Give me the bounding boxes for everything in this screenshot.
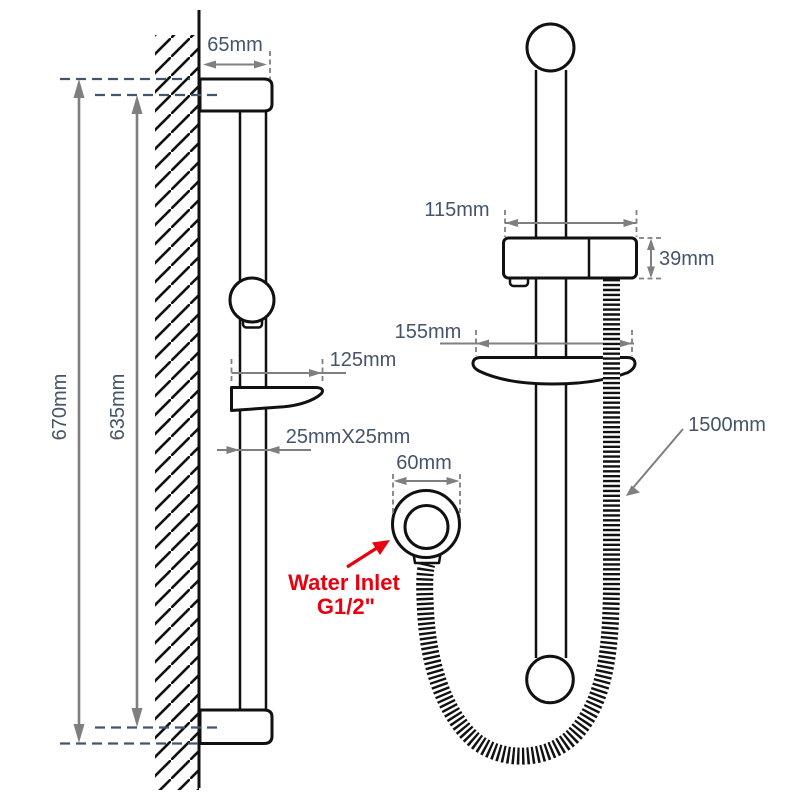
front-soap-dish (471, 356, 637, 386)
dim-635-label: 635mm (107, 374, 129, 441)
dim-60-arrow-left (393, 477, 407, 485)
dim-115-arrow-left (505, 219, 518, 227)
dim-39-arrow-bottom (647, 266, 655, 278)
front-bottom-ball (525, 654, 575, 705)
dim-60-arrow-right (446, 477, 460, 485)
side-top-bracket (198, 77, 274, 113)
dim-65-arrow-left (203, 60, 216, 69)
inlet-inner-ring (403, 504, 450, 550)
dim-125-label: 125mm (330, 349, 397, 371)
dim-115-arrow-right (623, 219, 637, 227)
dim-1500-leader (631, 428, 684, 490)
dim-39-arrow-top (647, 238, 655, 250)
dim-670-arrow-bottom (73, 724, 85, 743)
water-inlet-arrowhead (372, 540, 390, 555)
dim-1500-label: 1500mm (688, 414, 766, 436)
front-view: 115mm 39mm 155mm (288, 22, 766, 765)
dim-115-label: 115mm (424, 199, 489, 221)
dim-635-arrow-bottom (131, 708, 143, 727)
dim-125-arrow (309, 369, 322, 377)
dim-60-label: 60mm (396, 452, 452, 474)
water-inlet-label-line2: G1/2" (317, 594, 375, 619)
side-view (155, 10, 324, 790)
dim-65-label: 65mm (207, 34, 263, 56)
side-bottom-bracket (198, 708, 274, 745)
water-inlet-label-line1: Water Inlet (288, 570, 400, 595)
dim-25-arrow-left (226, 446, 240, 454)
front-top-ball (525, 22, 576, 73)
dim-635-arrow-top (131, 95, 143, 114)
dim-670-label: 670mm (49, 374, 71, 441)
dim-155-label: 155mm (395, 321, 462, 343)
dim-39-label: 39mm (659, 248, 715, 270)
side-view-dimensions: 65mm 670mm 635mm 125mm 25mmX25mm (49, 34, 410, 745)
hose-ribs (416, 279, 620, 765)
side-slider-knob (228, 276, 276, 324)
dim-25-label: 25mmX25mm (286, 426, 410, 448)
dim-155-arrow-right (619, 339, 632, 348)
dim-25-arrow-right (266, 446, 280, 454)
dim-65-arrow-right (254, 60, 267, 69)
water-inlet-arrow-line (346, 544, 381, 569)
wall-hatch (155, 35, 199, 790)
side-soap-dish (230, 386, 324, 412)
shower-hose (416, 279, 620, 765)
front-slider-bracket (502, 236, 638, 280)
dim-155-arrow-left (476, 339, 489, 348)
dim-1500-arrowhead (626, 485, 640, 496)
dim-670-arrow-top (73, 79, 85, 98)
